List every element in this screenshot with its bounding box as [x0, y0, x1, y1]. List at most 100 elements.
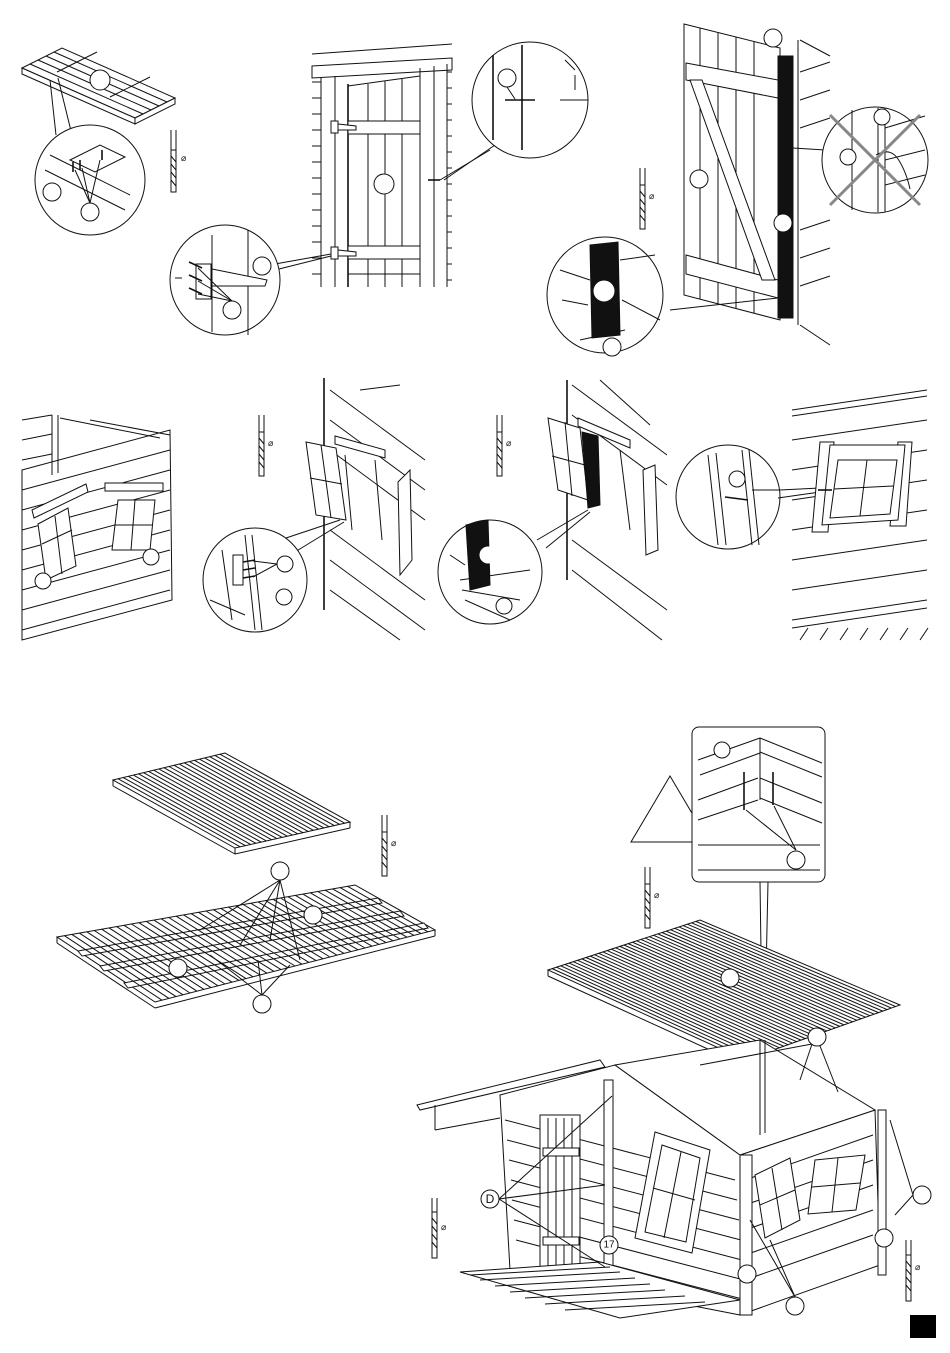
roof-board-line	[560, 965, 759, 1056]
callout-circle	[497, 68, 517, 88]
step-door-panel-assembly: ⌀	[20, 47, 187, 236]
callout-part-17[interactable]: 17	[599, 1235, 619, 1255]
roof-board-line	[183, 914, 275, 972]
part-17-label: 17	[603, 1240, 615, 1251]
roof-boards	[64, 885, 429, 1001]
roof-board-line	[220, 907, 310, 963]
roof-board-line	[153, 919, 247, 980]
callout-circle	[373, 173, 395, 195]
callout-circle	[786, 850, 806, 870]
drill-diameter-label: ⌀	[391, 839, 397, 849]
detail-magnifier-window-trim	[437, 519, 543, 625]
roof-board-line	[611, 948, 810, 1038]
step-roof-mount: ⌀	[416, 726, 932, 1319]
drill-bit-icon	[258, 415, 265, 477]
roof-board-line	[577, 959, 776, 1050]
roof-board-line	[250, 902, 338, 956]
playhouse-body	[416, 1039, 887, 1319]
roof-board-line	[674, 927, 875, 1015]
callout-circle	[275, 588, 293, 606]
callout-circle	[168, 958, 188, 978]
drill-diameter-label: ⌀	[654, 891, 660, 901]
roof-board-line	[242, 904, 331, 958]
roof-board-line	[209, 756, 335, 826]
callout-part-d[interactable]: D	[480, 1189, 500, 1209]
detail-magnifier-wrong-handling	[821, 106, 929, 214]
roof-board-line	[175, 915, 268, 974]
drill-bit-icon	[644, 867, 651, 929]
callout-circle	[737, 1264, 757, 1284]
callout-circle	[873, 108, 891, 126]
step-roof-panel-assembly: ⌀	[55, 752, 437, 1014]
roof-board-line	[666, 930, 866, 1018]
drill-bit-icon	[639, 168, 646, 230]
callout-circle	[785, 1296, 805, 1316]
drill-diameter-label: ⌀	[915, 1263, 921, 1273]
roof-board-line	[628, 943, 828, 1032]
roof-board-line	[687, 923, 888, 1011]
drill-diameter-label: ⌀	[649, 192, 655, 202]
roof-board-line	[332, 888, 415, 936]
roof-board-line	[310, 892, 394, 942]
roof-board-line	[661, 932, 862, 1020]
roof-board-line	[123, 924, 219, 987]
roof-board-line	[116, 926, 212, 989]
detail-magnifier-latch	[471, 41, 589, 159]
roof-board-line	[138, 773, 262, 843]
roof-board-line	[556, 966, 754, 1058]
roof-board-line	[138, 922, 233, 983]
roof-board-line	[644, 937, 845, 1026]
roof-board-line	[552, 968, 750, 1059]
roof-board-line	[143, 772, 267, 842]
callout-circle	[912, 1185, 932, 1205]
drill-bit-icon	[170, 130, 177, 193]
step-window-trim-strip: ⌀	[437, 379, 668, 641]
warning-triangle-icon	[630, 775, 710, 843]
step-door-hinge-mount	[169, 41, 589, 336]
roof-board-line	[228, 906, 317, 962]
drill-diameter-label: ⌀	[181, 154, 187, 164]
roof-board-line	[86, 931, 184, 996]
roof-board-line	[219, 753, 346, 824]
roof-panel-underside	[55, 884, 437, 1009]
roof-board-line	[573, 961, 772, 1052]
detail-magnifier-door-fastening	[34, 124, 146, 236]
drill-diameter-label: ⌀	[268, 439, 274, 449]
detail-magnifier-latch-hook	[675, 444, 781, 550]
roof-board-line	[71, 933, 170, 999]
roof-board-line	[265, 900, 352, 953]
roof-board-line	[214, 755, 340, 825]
roof-board-line	[117, 778, 241, 848]
roof-board-line	[163, 767, 288, 837]
roof-board-line	[133, 774, 257, 844]
roof-board-line	[594, 954, 793, 1044]
callout-circle	[222, 300, 242, 320]
callout-circle	[276, 555, 294, 573]
roof-board-line	[148, 770, 272, 841]
step-window-latch	[675, 389, 929, 641]
roof-board-line	[204, 757, 330, 828]
roof-board-line	[568, 962, 767, 1053]
callout-circle	[728, 470, 746, 488]
callout-circle	[80, 202, 100, 222]
roof-boards	[552, 920, 896, 1059]
roof-board-line	[168, 917, 261, 976]
door-frame-elevation	[311, 43, 453, 287]
callout-circle	[602, 337, 622, 357]
roof-board-line	[205, 910, 296, 967]
roof-board-line	[161, 918, 254, 978]
roof-board-line	[146, 920, 240, 981]
detail-magnifier-hinge	[169, 224, 281, 336]
callout-circle	[252, 994, 272, 1014]
step-window-placement	[21, 414, 173, 641]
roof-board-line	[564, 963, 763, 1055]
roof-board-line	[168, 766, 293, 836]
wall-with-windows	[21, 414, 173, 641]
step-window-hinge-mount: ⌀	[202, 378, 426, 641]
callout-circle	[807, 1027, 827, 1047]
callout-circle	[839, 148, 857, 166]
roof-board-line	[682, 925, 883, 1012]
roof-board-line	[317, 891, 401, 940]
roof-board-line	[602, 951, 802, 1041]
callout-circle	[495, 597, 513, 615]
